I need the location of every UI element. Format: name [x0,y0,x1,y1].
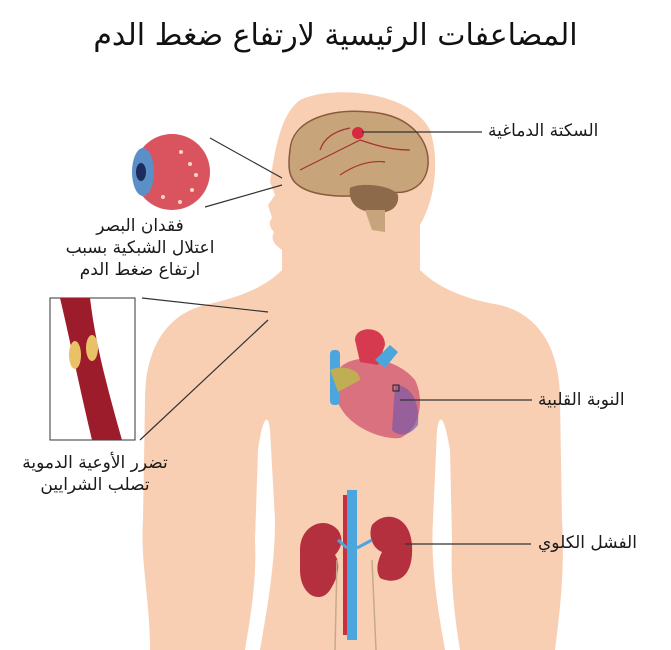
vision-label-line2: اعتلال الشبكية بسبب [65,238,215,258]
stroke-label: السكتة الدماغية [488,121,599,141]
vision-loss-label: فقدان البصر اعتلال الشبكية بسبب ارتفاع ض… [55,215,225,281]
heart-icon [330,329,420,439]
heart-attack-label: النوبة القلبية [538,390,625,410]
vision-label-line1: فقدان البصر [96,216,184,236]
leader-lines [139,131,532,545]
kidney-failure-label: الفشل الكلوي [538,533,637,553]
vision-label-line3: ارتفاع ضغط الدم [79,260,201,280]
kidneys-icon [300,490,413,650]
vessels-label-line2: تصلب الشرايين [40,475,150,495]
page-title: المضاعفات الرئيسية لارتفاع ضغط الدم [93,18,578,53]
vessel-damage-label: تضرر الأوعية الدموية تصلب الشرايين [5,452,185,496]
vessels-label-line1: تضرر الأوعية الدموية [22,453,168,473]
eye-icon [132,134,210,210]
artery-inset [49,297,136,441]
stroke-spot-icon [352,127,364,139]
